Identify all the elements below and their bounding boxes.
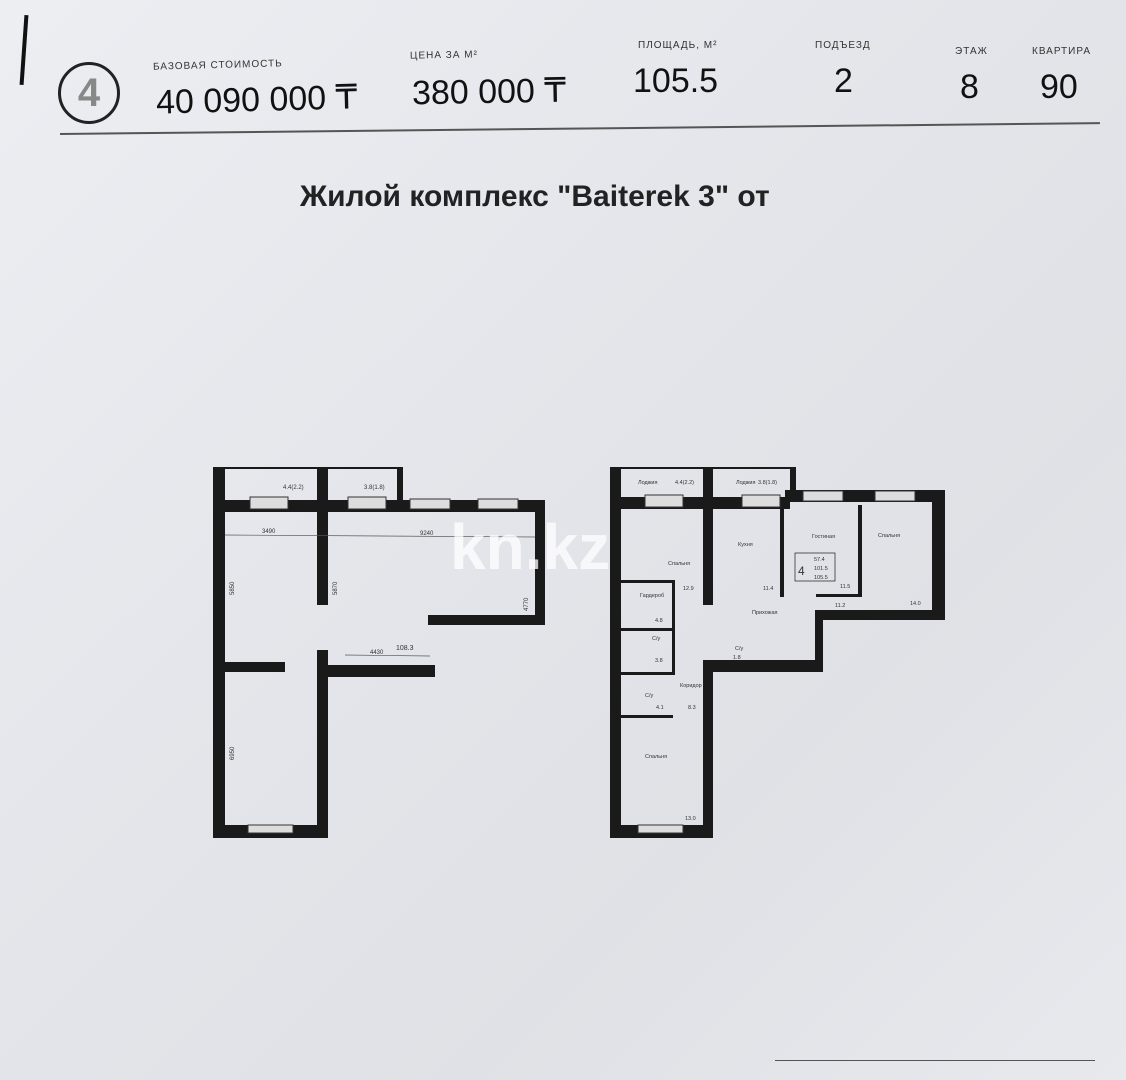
- left-loggia1-area: 4.4(2.2): [283, 485, 304, 491]
- room-name: С/у: [735, 646, 744, 652]
- room-name: Прихожая: [752, 610, 778, 616]
- floor-plan-right: [610, 467, 945, 838]
- entrance-value: 2: [834, 62, 853, 100]
- watermark: kn.kz: [450, 511, 611, 583]
- left-dim-mid: 5870: [333, 581, 339, 595]
- room-name: Лоджия: [638, 480, 658, 486]
- room-name: Кухня: [738, 542, 753, 548]
- room-area: 11.5: [840, 584, 850, 590]
- summary-rooms: 4: [798, 564, 805, 578]
- right-room-labels: Лоджия 4.4(2.2) Лоджия 3.8(1.8) Спальня …: [638, 480, 921, 822]
- left-dim-bottom: 4430: [370, 650, 384, 656]
- room-name: Спальня: [668, 561, 690, 567]
- room-name: Лоджия: [736, 480, 756, 486]
- area-value: 105.5: [633, 62, 719, 100]
- summary-total: 101.5: [814, 566, 828, 572]
- room-name: Гостиная: [812, 534, 835, 540]
- room-area: 11.2: [835, 603, 845, 609]
- room-name: С/у: [645, 693, 654, 699]
- left-dim-left-low: 6950: [230, 746, 236, 760]
- left-dim-top-left: 3490: [262, 529, 276, 535]
- option-number-badge: 4: [58, 62, 120, 124]
- bottom-line: [775, 1060, 1095, 1061]
- room-area: 3.8: [655, 658, 663, 664]
- room-name: Гардероб: [640, 593, 664, 599]
- room-area: 4.1: [656, 705, 664, 711]
- room-area: 14.0: [910, 601, 921, 607]
- floor-plan-left: [213, 467, 545, 838]
- room-name: С/у: [652, 636, 661, 642]
- room-name: Спальня: [878, 533, 900, 539]
- room-area: 11.4: [763, 586, 773, 592]
- badge-number: 4: [77, 70, 101, 115]
- left-dim-top-right: 9240: [420, 531, 434, 537]
- room-area: 4.4(2.2): [675, 480, 694, 486]
- room-area: 3.8(1.8): [758, 480, 777, 486]
- left-total-area: 108.3: [396, 645, 414, 652]
- left-dim-left: 5850: [230, 581, 236, 595]
- room-area: 4.8: [655, 618, 663, 624]
- entrance-label: ПОДЪЕЗД: [815, 40, 871, 51]
- room-area: 8.3: [688, 705, 696, 711]
- document-title: Жилой комплекс "Baiterek 3" от: [300, 180, 770, 213]
- left-loggia2-area: 3.8(1.8): [364, 485, 385, 491]
- room-area: 13.0: [685, 816, 696, 822]
- apartment-value: 90: [1040, 68, 1078, 106]
- left-dim-side-right: 4770: [524, 597, 530, 611]
- room-name: Коридор: [680, 683, 702, 689]
- apartment-label: КВАРТИРА: [1032, 46, 1092, 57]
- floor-label: ЭТАЖ: [955, 46, 988, 57]
- summary-living: 57.4: [814, 557, 825, 563]
- summary-with-loggia: 105.5: [814, 575, 828, 581]
- room-area: 12.9: [683, 586, 694, 592]
- floor-value: 8: [960, 68, 979, 106]
- room-area: 1.8: [733, 655, 741, 661]
- room-name: Спальня: [645, 754, 667, 760]
- area-label: ПЛОЩАДЬ, М²: [638, 40, 718, 51]
